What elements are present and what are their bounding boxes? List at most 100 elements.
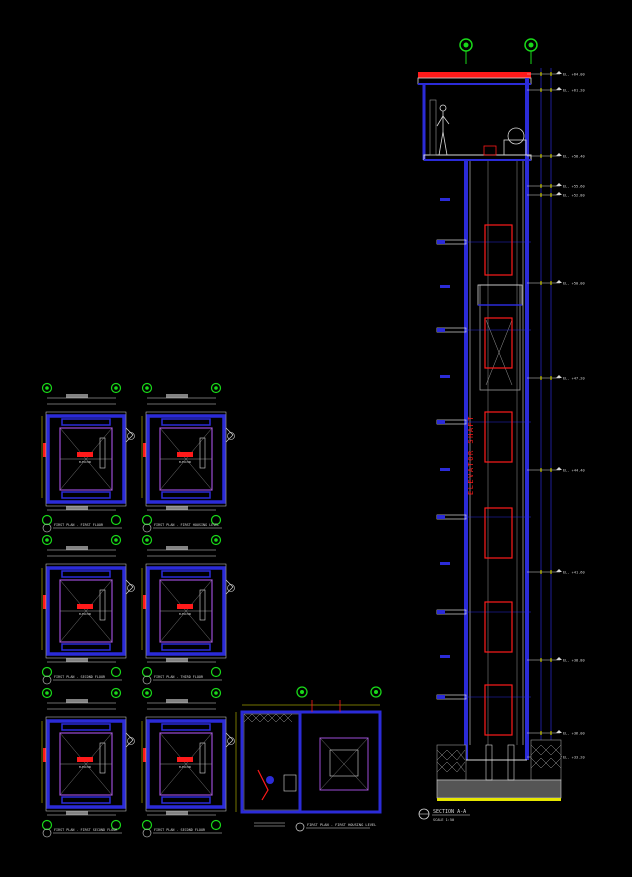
counterweight: [99, 589, 106, 621]
level-marker: EL. +50.00: [527, 280, 585, 286]
grid-bubble-right: [524, 38, 538, 64]
car-label: ELEVATOR: [79, 612, 92, 616]
landing-door: [484, 317, 513, 369]
floor-slab: [436, 609, 531, 615]
floor-plan: ELEVATOR FIRST PLAN - FIRST FLOOR: [41, 382, 135, 533]
level-label: EL. +44.40: [563, 469, 585, 473]
car-label-box: [77, 604, 93, 609]
wall-marker: [440, 198, 450, 201]
roof-slab: [417, 72, 532, 85]
car-label: ELEVATOR: [79, 460, 92, 464]
counterweight: [199, 742, 206, 774]
counterweight: [199, 589, 206, 621]
floor-plan: ELEVATOR FIRST PLAN - FIRST HOUSING LEVEL: [141, 382, 235, 533]
level-label: EL. +61.20: [563, 89, 585, 93]
level-label: EL. +33.20: [563, 756, 585, 760]
grid-bubble: [141, 382, 153, 394]
plan-title: FIRST PLAN - FIRST HOUSING LEVEL: [154, 523, 219, 527]
level-marker: EL. +58.40: [527, 153, 585, 159]
pit: [436, 739, 562, 801]
grid-bubble: [41, 534, 53, 546]
plan-title: FIRST PLAN - FIRST FLOOR: [54, 523, 104, 527]
cabinet: [429, 99, 437, 156]
level-marker: EL. +55.60: [527, 183, 585, 189]
section-title: SECTION A-A SCALE 1:50: [418, 808, 470, 822]
car-label: ELEVATOR: [179, 460, 192, 464]
plan-title: FIRST PLAN - THIRD FLOOR: [154, 675, 204, 679]
dimension-chain: [540, 68, 552, 760]
landing-door: [484, 601, 513, 653]
level-label: EL. +38.80: [563, 659, 585, 663]
level-label: EL. +58.40: [563, 155, 585, 159]
level-marker: EL. +44.40: [527, 467, 585, 473]
grid-bubble: [210, 687, 222, 699]
level-label: EL. +55.60: [563, 185, 585, 189]
level-label: EL. +47.20: [563, 377, 585, 381]
floor-slab: [436, 419, 531, 425]
shaft-walls: [46, 414, 126, 504]
floor-slab: [436, 694, 531, 700]
plan-title: FIRST PLAN - FIRST SECOND FLOOR: [54, 828, 118, 832]
wall-marker: [440, 375, 450, 378]
wall-marker: [440, 562, 450, 565]
wall-marker: [440, 285, 450, 288]
shaft-walls: [146, 719, 226, 809]
counterweight: [99, 742, 106, 774]
level-marker: EL. +64.00: [527, 71, 585, 77]
level-label: EL. +64.00: [563, 73, 585, 77]
shaft-label: ELEVATOR SHAFT: [467, 415, 475, 495]
grid-bubble: [110, 687, 122, 699]
grid-bubble: [141, 687, 153, 699]
grid-bubble: [141, 534, 153, 546]
landing-door: [484, 684, 513, 736]
plan-title: FIRST PLAN - SECOND FLOOR: [154, 828, 206, 832]
shaft-walls: [46, 566, 126, 656]
landing-door: [484, 411, 513, 463]
counterweight: [99, 437, 106, 469]
car-label: ELEVATOR: [79, 765, 92, 769]
level-marker: EL. +61.20: [527, 87, 585, 93]
level-marker: EL. +47.20: [527, 375, 585, 381]
shaft-walls: [146, 566, 226, 656]
machine-room-title: FIRST PLAN - FIRST HOUSING LEVEL: [307, 823, 376, 827]
grid-bubble: [41, 687, 53, 699]
car-label-box: [177, 604, 193, 609]
level-label: EL. +41.60: [563, 571, 585, 575]
car-label-box: [77, 452, 93, 457]
landing-door: [484, 224, 513, 276]
floor-slab: [436, 514, 531, 520]
section-title-text: SECTION A-A: [433, 809, 466, 815]
grid-bubble-left: [459, 38, 473, 64]
grid-bubble: [210, 534, 222, 546]
floor-slab: [436, 327, 531, 333]
wall-marker: [440, 468, 450, 471]
level-label: EL. +50.00: [563, 282, 585, 286]
elevator-car: [477, 284, 523, 391]
grid-bubble: [210, 382, 222, 394]
section-scale: SCALE 1:50: [433, 818, 454, 822]
counterweight: [199, 437, 206, 469]
car-label-box: [177, 452, 193, 457]
shaft-walls: [46, 719, 126, 809]
level-marker: EL. +52.80: [527, 192, 585, 198]
level-marker: EL. +36.00: [527, 730, 585, 736]
car-label: ELEVATOR: [179, 612, 192, 616]
person-figure: [436, 104, 450, 156]
car-label-box: [77, 757, 93, 762]
grid-bubble: [110, 534, 122, 546]
floor-plan: ELEVATOR FIRST PLAN - THIRD FLOOR: [141, 534, 235, 685]
level-label: EL. +52.80: [563, 194, 585, 198]
level-marker: EL. +41.60: [527, 569, 585, 575]
floor-plan: ELEVATOR FIRST PLAN - FIRST SECOND FLOOR: [41, 687, 135, 838]
hoist-motor: [483, 127, 527, 156]
wall-marker: [440, 655, 450, 658]
landing-door: [484, 507, 513, 559]
floor-slab: [436, 239, 531, 245]
level-marker: EL. +38.80: [527, 657, 585, 663]
level-label: EL. +36.00: [563, 732, 585, 736]
